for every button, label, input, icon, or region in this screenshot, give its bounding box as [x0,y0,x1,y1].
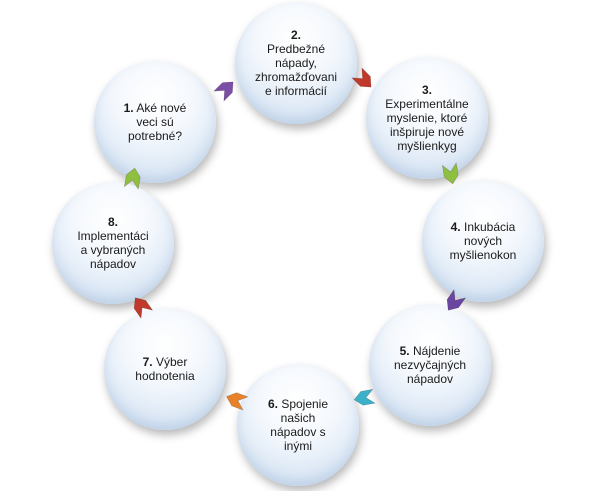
cycle-node-5: 5. Nájdenie nezvyčajných nápadov [369,304,491,426]
arrow-8-to-1-shape [123,167,141,190]
node-8-line-3: nápadov [89,257,137,271]
arrow-2-to-3-shape [351,67,372,88]
arrow-3-to-4 [441,162,459,185]
arrow-7-to-8 [130,294,154,320]
arrow-2-to-3 [351,67,376,92]
node-4-line-2: nových [463,234,502,248]
node-5-line-2: nezvyčajných [393,358,467,372]
node-3-text: 3. Experimentálne myslenie, ktoré inšpir… [379,83,474,153]
cycle-node-8: 8. Implementáci a vybraných nápadov [52,182,174,304]
node-8-number: 8. [107,215,118,229]
node-6-line-4: inými [283,439,312,453]
arrow-1-to-2-shape [213,81,234,102]
node-4-text: 4. Inkubácia nových myšlienokon [436,220,531,262]
node-6-text: 6. Spojenie našich nápadov s inými [254,397,342,453]
node-8-line-2: a vybraných [80,243,146,257]
node-2-line-1: Predbežné [266,42,326,56]
node-7-text: 7. Výber hodnotenia [121,355,208,383]
node-3-line-3: inšpiruje nové [389,125,465,139]
arrow-5-to-6-shape [353,388,376,406]
node-3-line-1: Experimentálne [385,97,469,111]
node-4-line-3: myšlienokon [449,248,517,262]
node-6-line-3: nápadov s [270,425,326,439]
cycle-node-3: 3. Experimentálne myslenie, ktoré inšpir… [366,57,488,179]
node-4-line-1: 4. Inkubácia [450,220,517,234]
node-1-line-3: potrebné? [127,129,183,143]
node-6-number: 6. [267,397,278,411]
node-2-text: 2. Predbežné nápady, zhromažďovani e inf… [247,28,345,98]
node-7-line-1-text: Výber [155,355,188,369]
node-2-line-2: nápady, [275,56,317,70]
node-5-text: 5. Nájdenie nezvyčajných nápadov [380,344,480,386]
node-6-line-1: 6. Spojenie [268,397,328,411]
node-5-line-1-text: Nájdenie [412,344,461,358]
cycle-node-1: 1. Aké nové veci sú potrebné? [94,61,216,183]
node-3-line-2: myslenie, ktoré [386,111,468,125]
node-1-number: 1. [123,101,134,115]
arrow-1-to-2 [213,77,238,102]
node-1-text: 1. Aké nové veci sú potrebné? [110,101,201,143]
cycle-node-2: 2. Predbežné nápady, zhromažďovani e inf… [235,2,357,124]
node-2-line-4: e informácií [264,84,327,98]
cycle-node-4: 4. Inkubácia nových myšlienokon [422,180,544,302]
node-6-line-2: našich [280,411,316,425]
arrow-4-to-5-shape [446,288,467,311]
node-3-line-4: myšlienkyg [397,139,457,153]
node-2-line-3: zhromažďovani [254,70,338,84]
node-5-line-3: nápadov [406,372,454,386]
node-3-number: 3. [421,83,432,97]
arrow-3-to-4-shape [441,162,459,185]
arrow-5-to-6 [353,388,376,406]
node-7-number: 7. [142,355,153,369]
cycle-node-7: 7. Výber hodnotenia [104,308,226,430]
node-1-line-1: 1. Aké nové [124,101,187,115]
arrow-6-to-7-shape [226,392,249,411]
node-4-line-1-text: Inkubácia [463,220,516,234]
node-4-number: 4. [450,220,461,234]
arrow-7-to-8-shape [133,297,154,320]
node-2-number: 2. [290,28,301,42]
node-7-line-1: 7. Výber [135,355,194,369]
node-8-line-1: Implementáci [77,229,149,243]
node-7-line-2: hodnotenia [135,369,195,383]
node-8-text: 8. Implementáci a vybraných nápadov [67,215,158,271]
cycle-node-6: 6. Spojenie našich nápadov s inými [237,364,359,486]
arrow-4-to-5 [443,288,467,314]
arrow-6-to-7 [224,390,249,411]
arrow-8-to-1 [123,167,141,190]
node-6-line-1-text: Spojenie [281,397,329,411]
node-5-line-1: 5. Nájdenie [394,344,466,358]
node-1-line-2: veci sú [136,115,174,129]
node-5-number: 5. [399,344,410,358]
node-1-line-1-text: Aké nové [136,101,187,115]
